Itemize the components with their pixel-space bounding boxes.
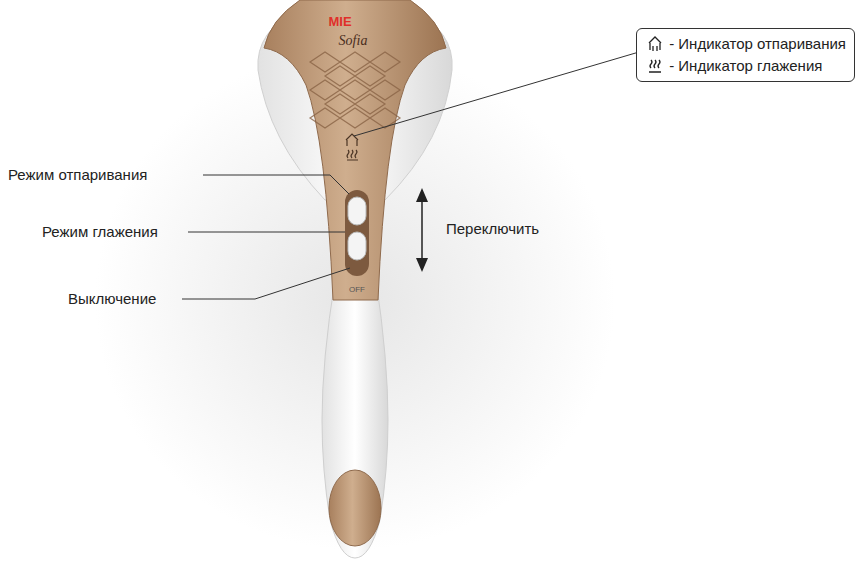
legend-entry: - Индикатор глажения [645, 55, 846, 77]
indicator-icon [645, 56, 665, 76]
legend-box: - Индикатор отпаривания- Индикатор глаже… [636, 28, 855, 82]
device-marking: OFF [349, 284, 365, 295]
device-marking: MIE [328, 14, 351, 30]
legend-text: - Индикатор отпаривания [669, 33, 846, 55]
part-label: Режим глажения [42, 223, 158, 241]
device-marking: Sofia [339, 32, 368, 49]
indicator-icon [645, 34, 665, 54]
part-label: Режим отпаривания [8, 166, 147, 184]
legend-text: - Индикатор глажения [669, 55, 822, 77]
part-label: Переключить [446, 220, 539, 238]
legend-entry: - Индикатор отпаривания [645, 33, 846, 55]
part-label: Выключение [68, 290, 156, 308]
